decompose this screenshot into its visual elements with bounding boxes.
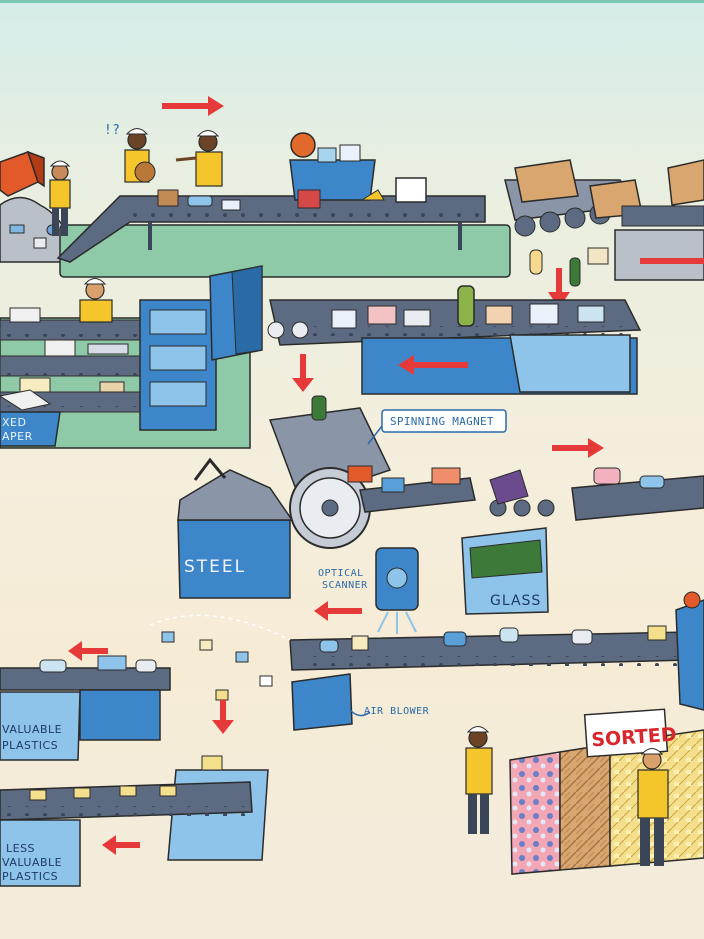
mixed-paper-bin: XED APER <box>0 389 61 447</box>
container-hopper <box>509 334 631 393</box>
flow-arrow-right-glass <box>552 438 604 458</box>
air-blower-label: AIR BLOWER <box>364 706 430 717</box>
confused-marks: !? <box>104 123 120 138</box>
container-conveyor-items <box>331 285 605 329</box>
top-conveyor <box>56 195 486 263</box>
less-valuable-label-3: PLASTICS <box>2 870 58 883</box>
less-valuable-label-1: LESS <box>6 842 35 855</box>
optical-scanner-label-2: SCANNER <box>322 580 368 591</box>
falling-items-top-right <box>529 247 609 308</box>
less-valuable-label-2: VALUABLE <box>2 856 62 869</box>
steel-bin: STEEL <box>177 457 294 599</box>
optical-scanner-label-1: OPTICAL <box>318 568 364 579</box>
flow-arrow-left-containers <box>398 355 468 375</box>
cardboard-platform <box>614 159 704 281</box>
less-valuable-plastics-bin: LESS VALUABLE PLASTICS <box>0 819 81 887</box>
optical-scanner <box>375 547 419 634</box>
steel-label: STEEL <box>184 557 246 577</box>
worker-bales-right <box>637 748 669 866</box>
glass-breakers <box>489 469 555 517</box>
magnet-conveyor <box>359 467 476 513</box>
worker-paper <box>79 278 113 323</box>
spinning-magnet <box>268 395 392 549</box>
glass-bin: GLASS <box>461 527 549 615</box>
flow-arrow-left-valuable <box>68 641 108 661</box>
paper-screen-machine <box>139 265 263 431</box>
valuable-plastics-bin: VALUABLE PLASTICS <box>0 691 81 761</box>
glass-label: GLASS <box>490 593 541 609</box>
worker-right-top <box>175 130 223 187</box>
orange-dumpster <box>0 150 45 197</box>
paper-conveyors <box>0 307 151 413</box>
worker-bales-left <box>465 726 493 834</box>
flow-arrow-down-mid <box>292 354 314 392</box>
spinning-magnet-callout: SPINNING MAGNET <box>367 409 507 445</box>
cardboard-disc-screen <box>504 159 643 237</box>
valuable-plastics-label-1: VALUABLE <box>2 723 62 736</box>
top-conveyor-items <box>157 177 427 211</box>
flow-arrow-right-top <box>162 96 224 116</box>
blown-plastic-pieces <box>149 614 291 701</box>
air-blower <box>291 673 371 731</box>
spinning-magnet-label: SPINNING MAGNET <box>390 415 494 428</box>
worker-confused: !? <box>104 123 156 183</box>
flow-arrow-down-less <box>212 700 234 734</box>
right-mid-conveyor <box>571 467 704 521</box>
sorted-sign: SORTED <box>583 708 677 758</box>
worker-left-top <box>49 160 71 236</box>
top-edge-line <box>0 0 704 3</box>
mixed-paper-label-1: XED <box>2 416 26 429</box>
less-valuable-conveyor <box>0 781 253 821</box>
flow-arrow-left-plastics <box>314 601 362 621</box>
top-platform <box>59 224 511 278</box>
valuable-plastics-label-2: PLASTICS <box>2 739 58 752</box>
flow-arrow-left-less <box>102 835 140 855</box>
plastics-conveyor <box>289 625 691 671</box>
mixed-paper-label-2: APER <box>2 430 33 443</box>
right-edge-machine <box>675 591 704 711</box>
